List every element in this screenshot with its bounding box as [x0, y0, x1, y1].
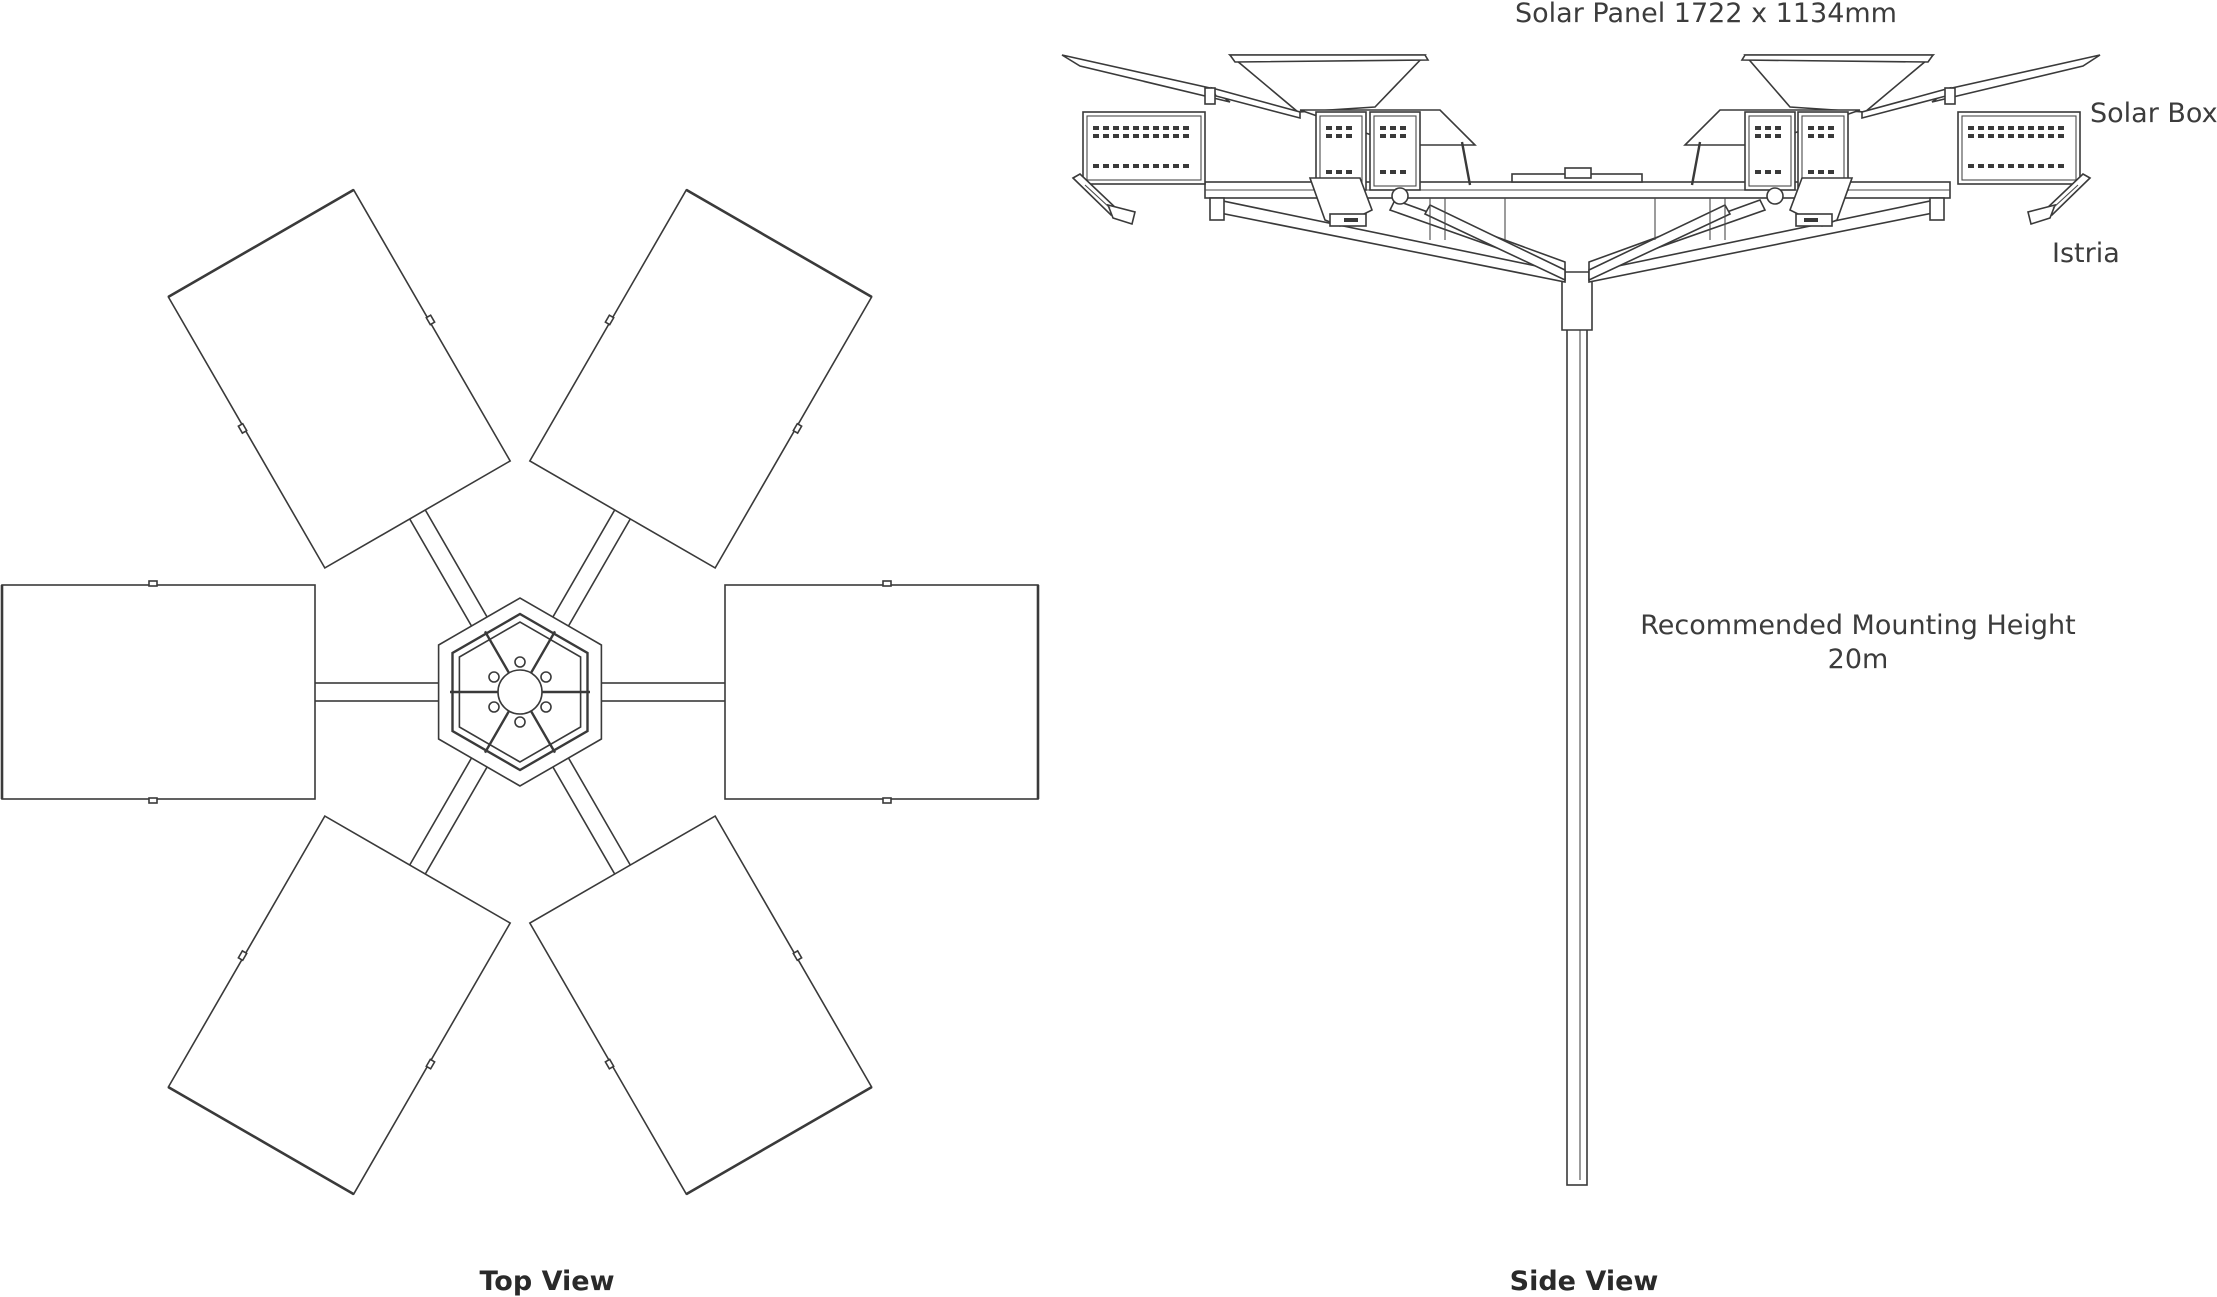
- side-view-title: Side View: [1510, 1266, 1659, 1297]
- solar-panel-label: Solar Panel 1722 x 1134mm: [1515, 0, 1897, 29]
- bracket-struts: [1214, 199, 1939, 283]
- top-view-solar-panel: [0, 580, 316, 804]
- solar-box: [1744, 111, 1796, 191]
- floodlight-right-inner: [1788, 177, 1854, 227]
- solar-box: [1082, 111, 1206, 185]
- hub-center: [497, 669, 543, 715]
- solar-box: [1315, 111, 1367, 191]
- top-view-solar-panel: [167, 814, 512, 1196]
- solar-box: [1957, 111, 2081, 185]
- top-view-solar-panel: [528, 188, 873, 570]
- hub-bolt: [540, 671, 552, 683]
- top-view-solar-panel: [528, 814, 873, 1196]
- istria-luminaire-left: [1071, 173, 1136, 226]
- istria-luminaire-right: [2027, 173, 2092, 226]
- hub-bolt: [488, 701, 500, 713]
- top-view-title: Top View: [479, 1266, 614, 1297]
- hub-bolt: [540, 701, 552, 713]
- solar-box: [1369, 111, 1421, 191]
- top-view-arms: [289, 487, 751, 897]
- solar-panel-right-wing: [1861, 54, 2101, 120]
- istria-label: Istria: [2052, 238, 2120, 269]
- mounting-height-label: Recommended Mounting Height: [1640, 610, 2076, 641]
- hub-bolt: [514, 716, 526, 728]
- top-view-hub: [437, 597, 603, 787]
- pole: [1561, 271, 1593, 1186]
- mounting-height-value: 20m: [1828, 644, 1889, 675]
- top-view-solar-panel: [724, 580, 1040, 804]
- hub-bolt: [488, 671, 500, 683]
- solar-panel-left-upper: [1227, 54, 1430, 113]
- solar-panel-left-wing: [1061, 54, 1301, 120]
- side-view-drawing: [1061, 54, 2101, 1186]
- hub-bolt: [514, 656, 526, 668]
- top-view-drawing: [0, 188, 1040, 1196]
- floodlight-left-inner: [1308, 177, 1374, 227]
- solar-boxes: [1082, 111, 2081, 191]
- solar-panel-right-upper: [1740, 54, 1936, 113]
- solar-box-label: Solar Box: [2090, 98, 2217, 129]
- top-view-panels: [0, 188, 1040, 1196]
- top-view-solar-panel: [167, 188, 512, 570]
